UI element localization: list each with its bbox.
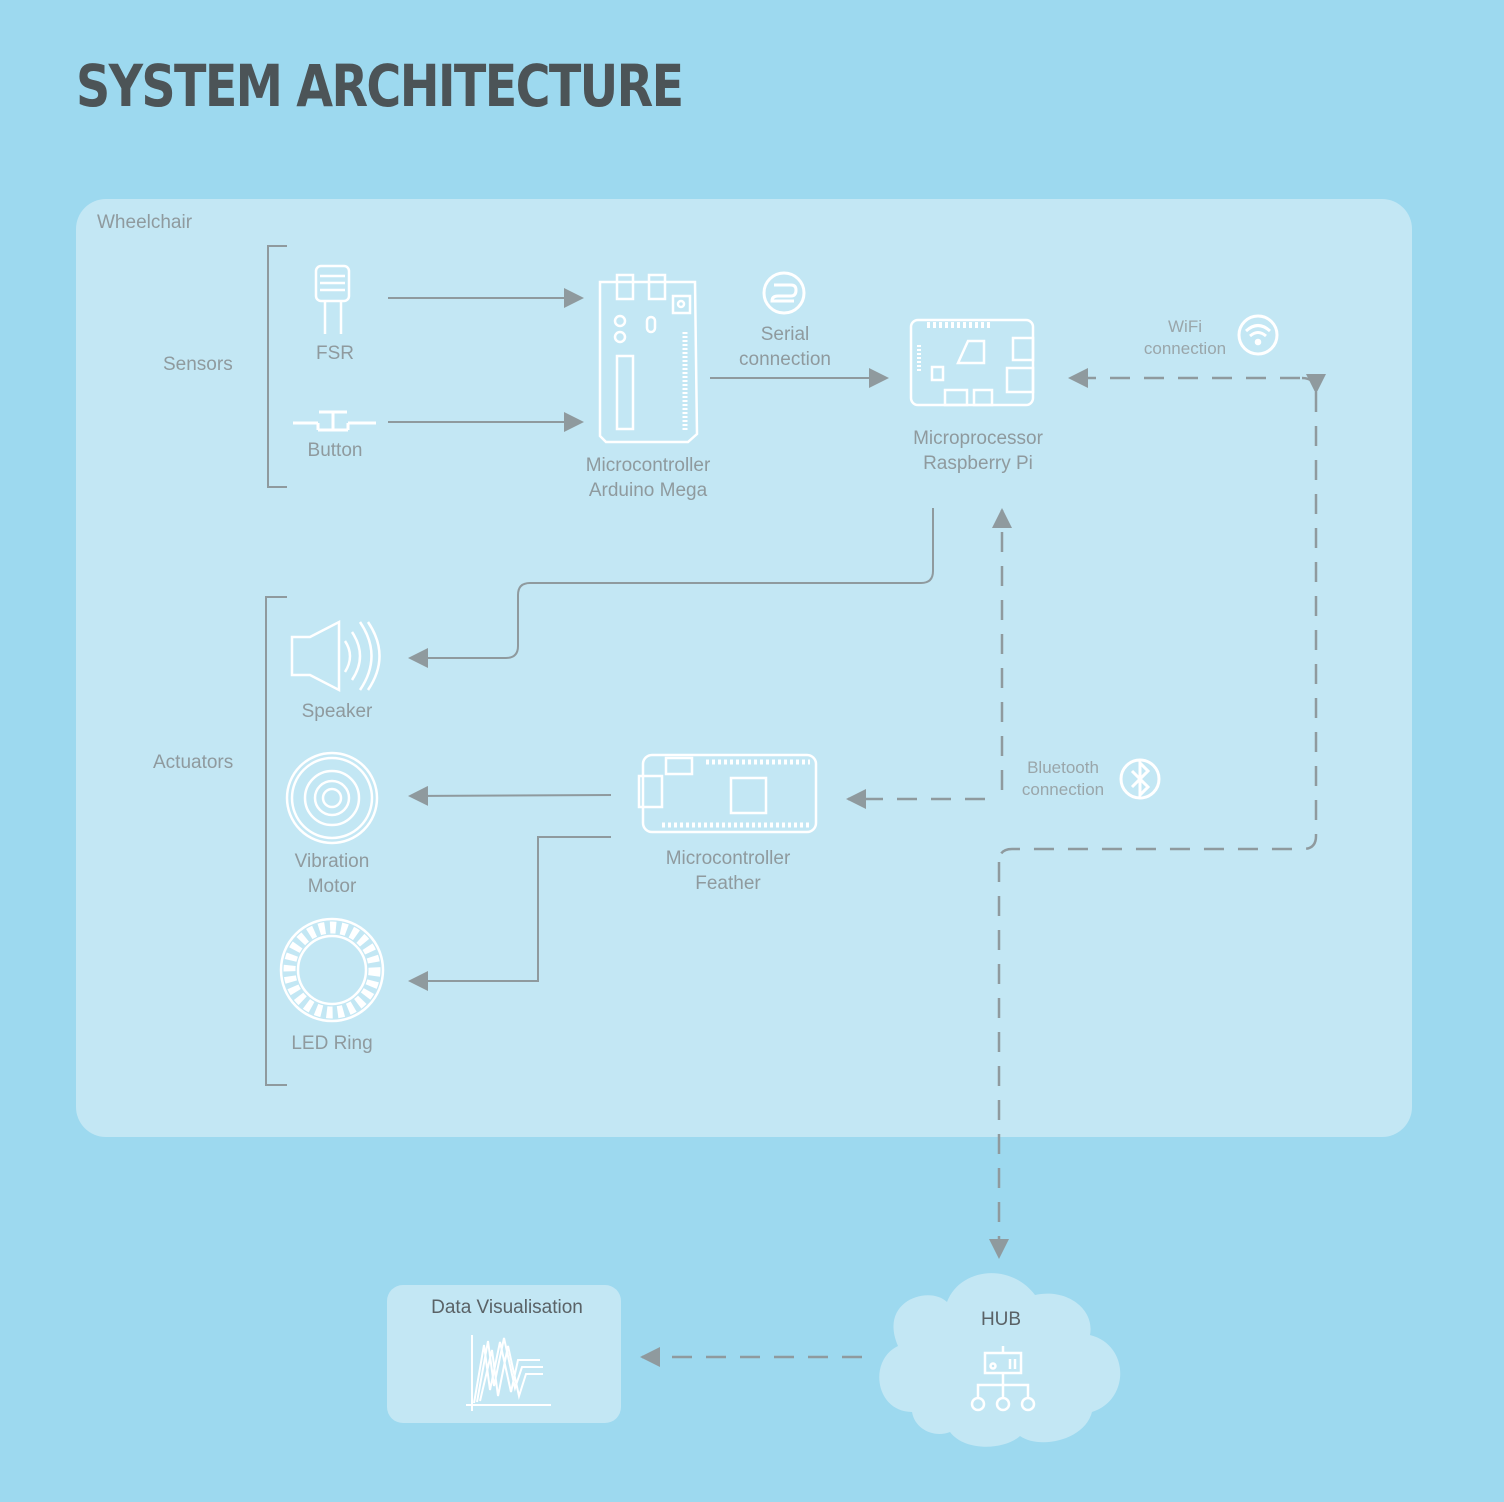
serial-icon — [762, 271, 806, 315]
rpi-to-speaker-arrow — [408, 508, 934, 668]
actuators-label: Actuators — [153, 752, 234, 773]
button-icon — [293, 410, 376, 432]
vibration-motor-icon — [285, 751, 379, 845]
led-ring-icon — [279, 917, 385, 1023]
hub-label: HUB — [980, 1309, 1022, 1330]
fsr-label: FSR — [316, 343, 354, 364]
data-chart-icon — [466, 1335, 551, 1411]
hub-icon — [970, 1346, 1036, 1412]
fsr-icon — [314, 264, 351, 334]
speaker-label: Speaker — [301, 701, 373, 722]
led-ring-label: LED Ring — [291, 1033, 373, 1054]
actuators-bracket — [265, 596, 287, 1086]
feather-to-vibration-arrow — [408, 785, 612, 806]
button-label: Button — [307, 440, 363, 461]
wheelchair-label: Wheelchair — [97, 212, 193, 233]
feather-icon — [637, 753, 818, 834]
data-visualisation-panel — [387, 1285, 621, 1423]
arduino-mega-icon — [598, 273, 699, 444]
wifi-route-line — [997, 392, 1318, 863]
sensors-bracket — [267, 245, 287, 488]
feather-to-led-arrow — [408, 836, 611, 991]
bluetooth-icon — [1119, 758, 1161, 800]
hub-cloud — [879, 1273, 1121, 1447]
wifi-icon — [1237, 314, 1279, 356]
speaker-icon — [290, 619, 381, 693]
sensors-label: Sensors — [163, 354, 233, 375]
wifi-connection-arrow — [1301, 373, 1326, 394]
page-title: SYSTEM ARCHITECTURE — [76, 52, 684, 120]
data-visualisation-label: Data Visualisation — [431, 1297, 583, 1318]
raspberry-pi-icon — [909, 318, 1035, 407]
